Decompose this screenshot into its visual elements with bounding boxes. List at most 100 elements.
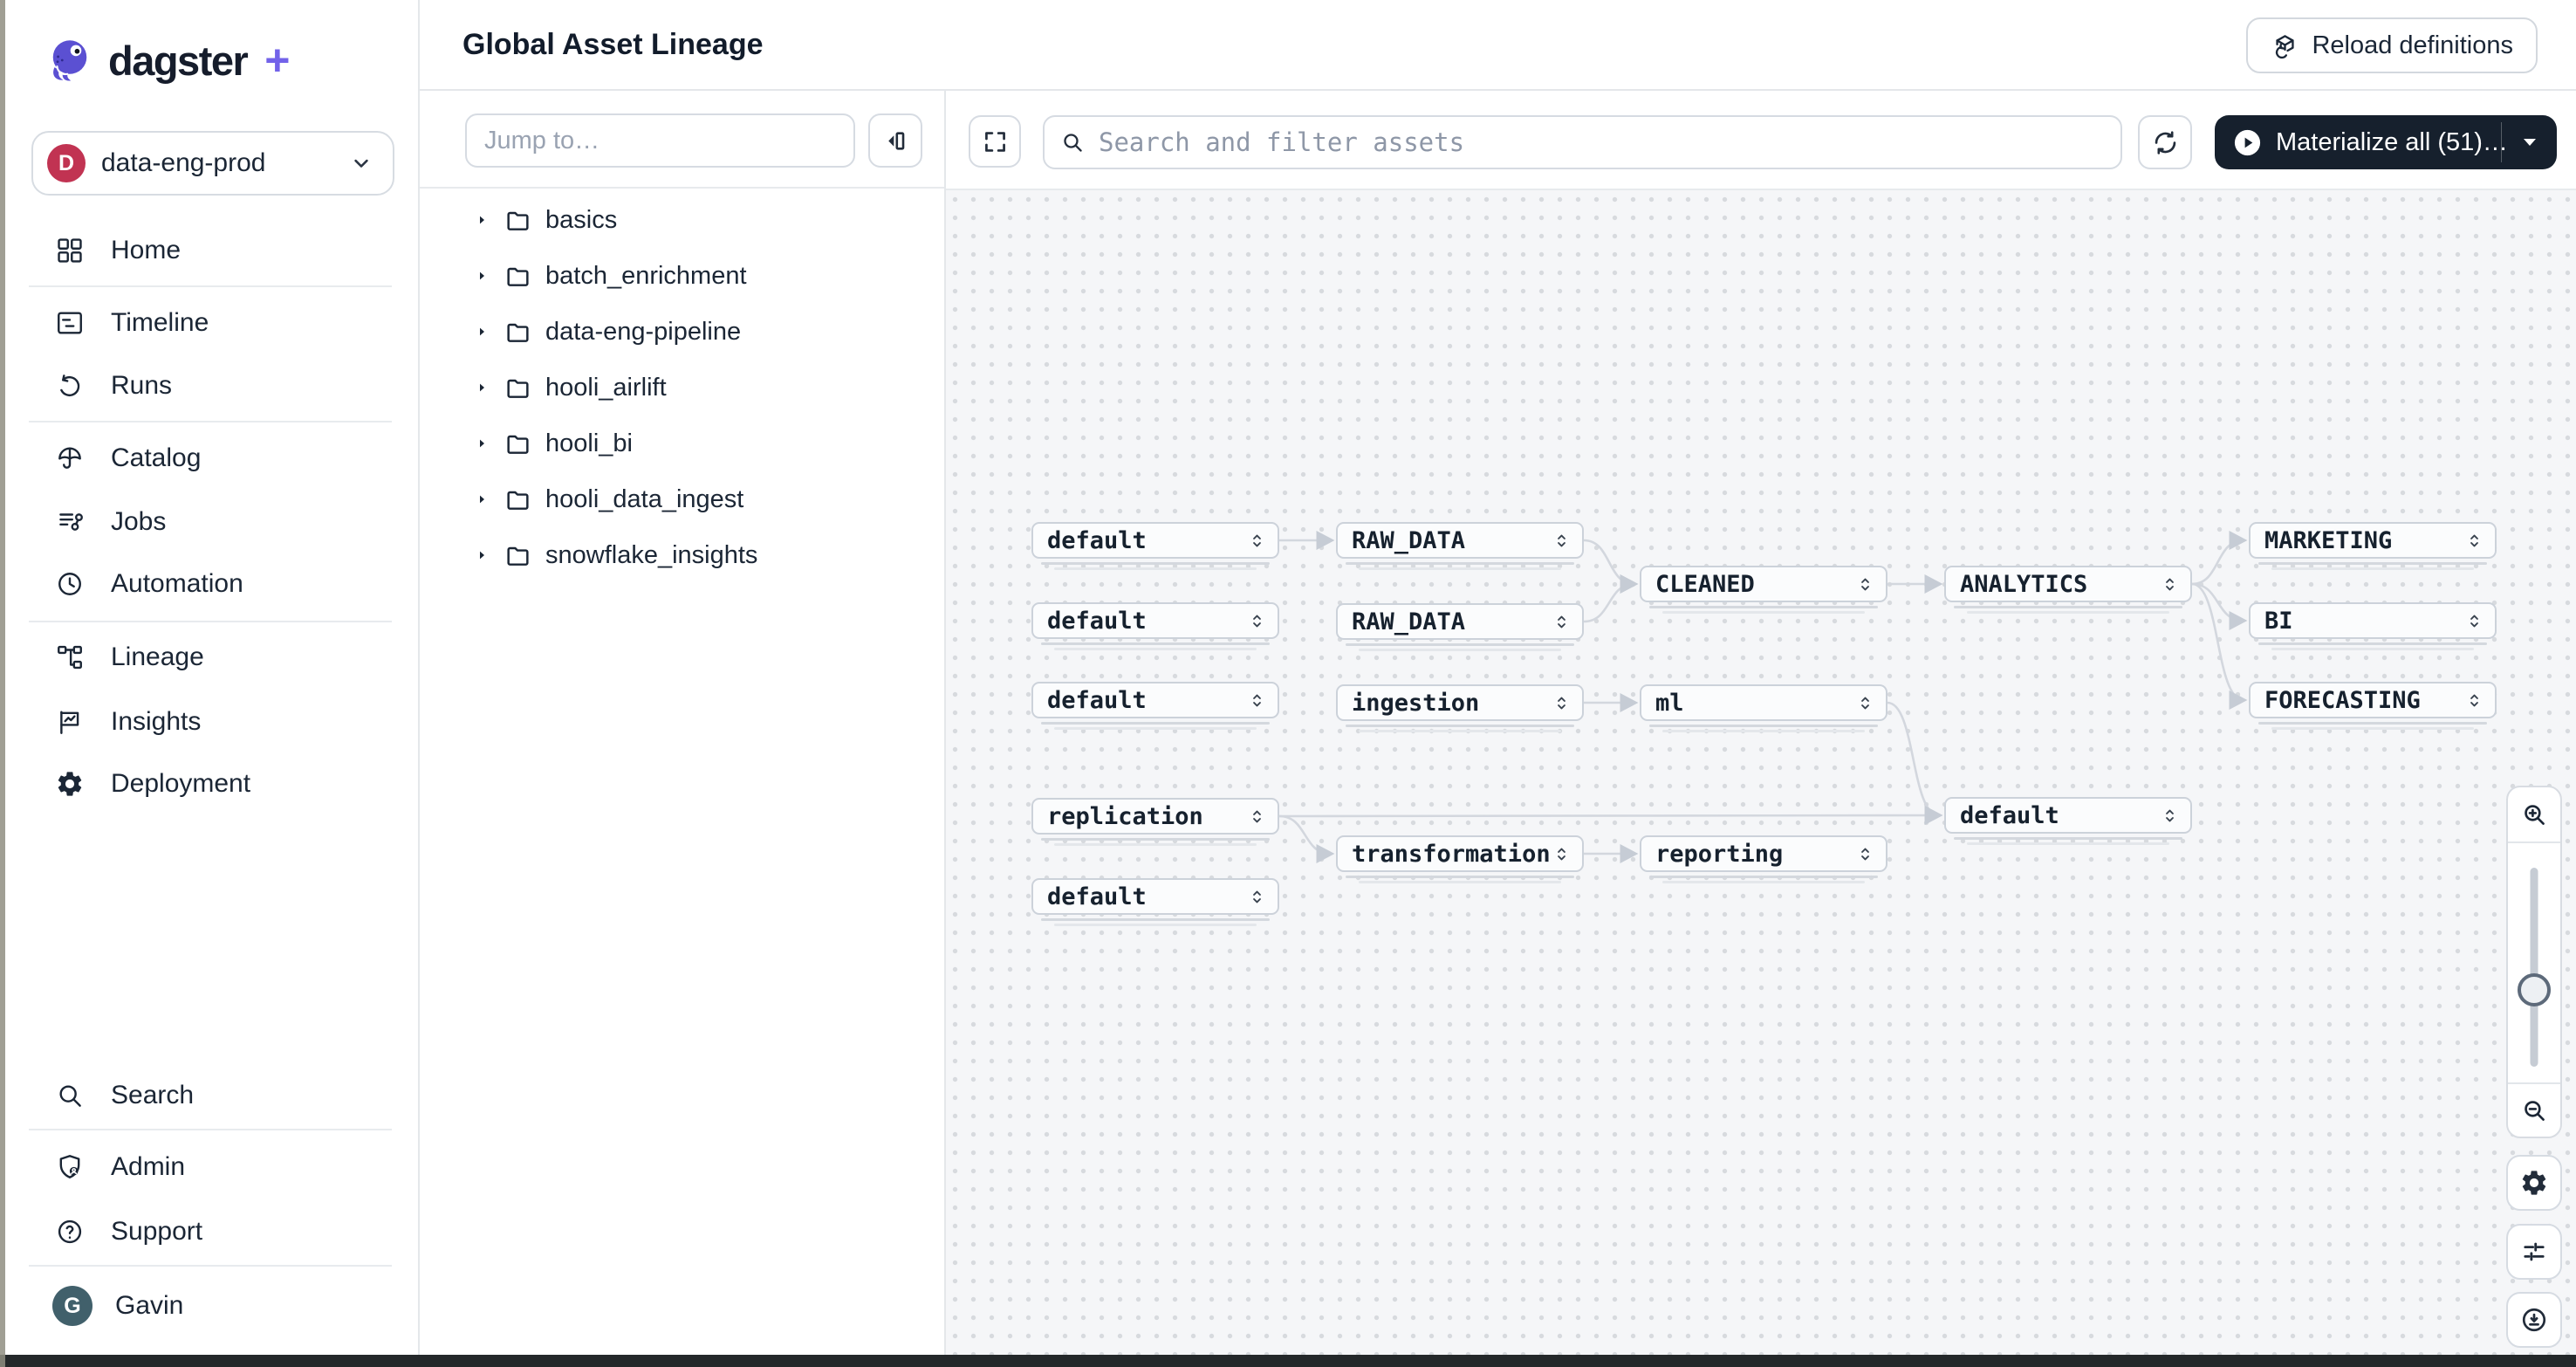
unfold-icon[interactable]	[2464, 611, 2484, 631]
asset-group-node-cleaned[interactable]: CLEANED	[1640, 566, 1887, 614]
refresh-button[interactable]	[2138, 115, 2192, 169]
divider	[29, 1129, 392, 1130]
folder-icon	[504, 263, 531, 290]
caret-right-icon[interactable]	[476, 268, 489, 284]
unfold-icon[interactable]	[2160, 806, 2180, 826]
gear-icon	[2519, 1168, 2549, 1198]
asset-group-node-analytics[interactable]: ANALYTICS	[1944, 566, 2192, 614]
caret-right-icon[interactable]	[476, 436, 489, 451]
materialize-all-label: Materialize all (51)…	[2276, 127, 2508, 156]
unfold-icon[interactable]	[1855, 574, 1875, 594]
unfold-icon[interactable]	[2464, 690, 2484, 711]
tree-folder-batch_enrichment[interactable]: batch_enrichment	[420, 248, 944, 304]
window-left-edge	[0, 0, 5, 1367]
fullscreen-icon	[982, 128, 1009, 155]
tree-folder-hooli_airlift[interactable]: hooli_airlift	[420, 360, 944, 416]
asset-group-node-default-5[interactable]: default	[1031, 878, 1279, 926]
tree-folder-snowflake_insights[interactable]: snowflake_insights	[420, 527, 944, 583]
unfold-icon[interactable]	[1552, 693, 1572, 713]
sidebar-item-lineage[interactable]: Lineage	[0, 628, 418, 687]
materialize-all-button[interactable]: Materialize all (51)…	[2215, 115, 2508, 169]
sidebar-item-insights[interactable]: Insights	[0, 692, 418, 752]
fullscreen-button[interactable]	[969, 115, 1021, 168]
sidebar-item-support[interactable]: Support	[0, 1202, 418, 1261]
sidebar-item-jobs[interactable]: Jobs	[0, 492, 418, 552]
zoom-in-button[interactable]	[2508, 787, 2560, 843]
node-label: transformation	[1352, 840, 1551, 868]
gantt-icon	[55, 308, 85, 338]
sidebar-item-admin[interactable]: Admin	[0, 1137, 418, 1197]
tree-folder-hooli_bi[interactable]: hooli_bi	[420, 416, 944, 471]
unfold-icon[interactable]	[2464, 531, 2484, 551]
asset-group-node-default-2[interactable]: default	[1031, 602, 1279, 650]
caret-right-icon[interactable]	[476, 380, 489, 395]
unfold-icon[interactable]	[1552, 844, 1572, 864]
graph-filters-button[interactable]	[2506, 1224, 2562, 1280]
unfold-icon[interactable]	[1552, 531, 1572, 551]
sidebar-item-runs[interactable]: Runs	[0, 356, 418, 416]
asset-group-node-ml[interactable]: ml	[1640, 684, 1887, 732]
materialize-options-button[interactable]	[2502, 115, 2557, 169]
unfold-icon[interactable]	[1855, 844, 1875, 864]
tree-folder-hooli_data_ingest[interactable]: hooli_data_ingest	[420, 471, 944, 527]
folder-icon	[504, 374, 531, 402]
asset-group-node-reporting[interactable]: reporting	[1640, 835, 1887, 883]
unfold-icon[interactable]	[1247, 531, 1267, 551]
deployment-selector[interactable]: D data-eng-prod	[31, 131, 394, 196]
zoom-slider-track[interactable]	[2530, 868, 2538, 1067]
collapse-panel-button[interactable]	[868, 113, 922, 168]
asset-group-node-transformation[interactable]: transformation	[1336, 835, 1584, 883]
unfold-icon[interactable]	[2160, 574, 2180, 594]
caret-right-icon[interactable]	[476, 324, 489, 340]
sidebar-item-home[interactable]: Home	[0, 221, 418, 280]
download-graph-button[interactable]	[2506, 1292, 2562, 1348]
node-label: default	[1047, 883, 1147, 910]
asset-search-box[interactable]	[1043, 115, 2122, 169]
caret-right-icon[interactable]	[476, 547, 489, 563]
collapse-panel-icon	[882, 127, 909, 155]
sidebar-item-label: Automation	[111, 569, 243, 598]
asset-group-node-ingestion[interactable]: ingestion	[1336, 684, 1584, 732]
asset-group-node-raw-data-2[interactable]: RAW_DATA	[1336, 603, 1584, 651]
unfold-icon[interactable]	[1247, 690, 1267, 711]
asset-group-node-default-3[interactable]: default	[1031, 682, 1279, 730]
tree-folder-basics[interactable]: basics	[420, 192, 944, 248]
node-label: FORECASTING	[2264, 686, 2421, 714]
asset-group-node-forecasting[interactable]: FORECASTING	[2249, 682, 2497, 730]
jump-to-input[interactable]	[465, 113, 855, 168]
tree-folder-label: batch_enrichment	[545, 261, 747, 290]
divider	[29, 285, 392, 287]
sidebar-item-deployment[interactable]: Deployment	[0, 754, 418, 814]
caret-right-icon[interactable]	[476, 491, 489, 507]
asset-group-node-raw-data-1[interactable]: RAW_DATA	[1336, 522, 1584, 570]
unfold-icon[interactable]	[1247, 611, 1267, 631]
graph-settings-button[interactable]	[2506, 1155, 2562, 1211]
lineage-edge-raw-data-1-to-cleaned	[1583, 539, 1639, 594]
sidebar-item-catalog[interactable]: Catalog	[0, 429, 418, 488]
lineage-edge-analytics-to-forecasting	[2191, 582, 2248, 710]
asset-group-node-default-1[interactable]: default	[1031, 522, 1279, 570]
asset-search-input[interactable]	[1097, 127, 2105, 158]
asset-group-node-default-4[interactable]: default	[1944, 797, 2192, 845]
caret-right-icon[interactable]	[476, 212, 489, 228]
sidebar-item-user[interactable]: G Gavin	[0, 1275, 418, 1336]
asset-group-node-bi[interactable]: BI	[2249, 602, 2497, 650]
sidebar-item-automation[interactable]: Automation	[0, 554, 418, 614]
zoom-out-button[interactable]	[2508, 1082, 2560, 1137]
zoom-slider-thumb[interactable]	[2518, 973, 2551, 1006]
tree-folder-data-eng-pipeline[interactable]: data-eng-pipeline	[420, 304, 944, 360]
sidebar-item-search[interactable]: Search	[0, 1066, 418, 1125]
unfold-icon[interactable]	[1552, 612, 1572, 632]
dagster-logo[interactable]: dagster+	[45, 35, 290, 86]
sliders-icon	[2519, 1237, 2549, 1267]
node-label: ml	[1655, 689, 1684, 717]
asset-group-node-marketing[interactable]: MARKETING	[2249, 522, 2497, 570]
sidebar-item-timeline[interactable]: Timeline	[0, 293, 418, 353]
reload-definitions-button[interactable]: Reload definitions	[2246, 17, 2538, 73]
unfold-icon[interactable]	[1247, 807, 1267, 827]
asset-group-node-replication[interactable]: replication	[1031, 798, 1279, 846]
sidebar-item-label: Search	[111, 1081, 195, 1109]
unfold-icon[interactable]	[1247, 887, 1267, 907]
unfold-icon[interactable]	[1855, 693, 1875, 713]
